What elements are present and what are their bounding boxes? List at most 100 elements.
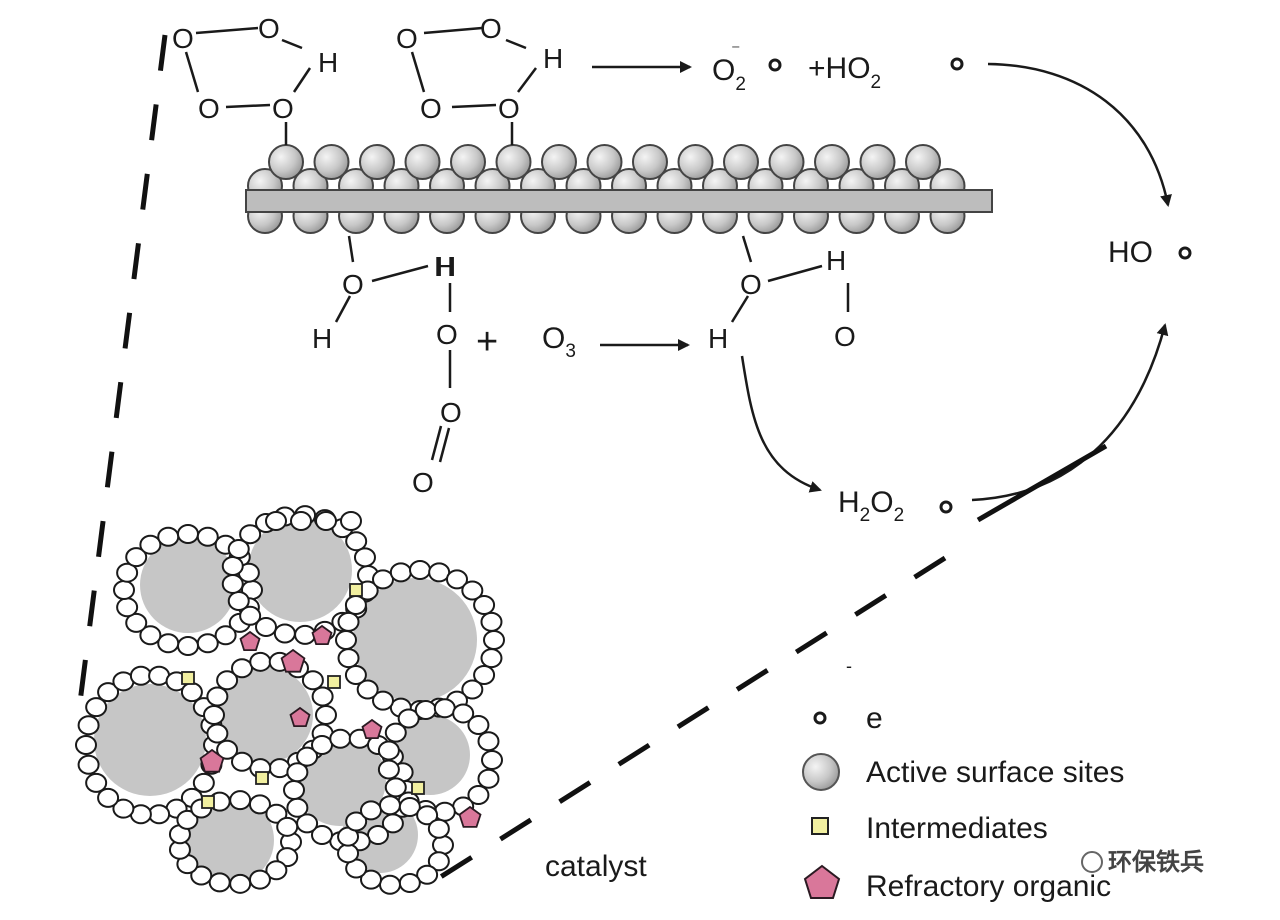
radical-dot-superoxide: [768, 58, 782, 72]
refractory-organic-marker: [311, 624, 333, 645]
catalyst-pellet: [203, 705, 225, 725]
catalyst-pellet: [231, 751, 253, 772]
catalyst-pellet: [461, 580, 484, 601]
catalyst-pellet: [276, 816, 299, 837]
refractory-organic-marker: [199, 748, 225, 773]
catalyst-pellet: [276, 847, 299, 868]
intermediate-marker: [181, 671, 195, 685]
legend-electron-label: e: [866, 702, 883, 735]
catalyst-pellet: [344, 665, 367, 685]
catalyst-pellet: [97, 787, 120, 808]
active-site: [905, 144, 941, 180]
catalyst-pellet: [196, 526, 219, 547]
catalyst-pellet: [337, 648, 360, 669]
legend-intermediates-label: Intermediates: [866, 812, 1048, 845]
catalyst-pellet: [360, 800, 382, 821]
catalyst-pellet: [467, 785, 490, 806]
catalyst-pore: [94, 684, 206, 796]
catalyst-pellet: [227, 538, 250, 559]
catalyst-pellet: [221, 573, 244, 594]
catalyst-pellet: [196, 633, 219, 654]
catalyst-particle: [75, 505, 505, 895]
catalyst-surface: [245, 144, 993, 234]
catalyst-pellet: [248, 794, 271, 815]
catalyst-pellet: [345, 811, 368, 832]
ring-left-h: H: [318, 47, 338, 78]
catalyst-pellet: [384, 777, 407, 798]
catalyst-pellet: [367, 825, 389, 846]
peroxide-h: H: [436, 251, 456, 282]
active-site: [586, 144, 623, 180]
zoom-line-right: [418, 555, 947, 893]
catalyst-pellet: [329, 728, 352, 749]
catalyst-pellet: [384, 722, 407, 743]
ozone-label: O3: [542, 322, 576, 362]
catalyst-pellet: [398, 796, 421, 817]
refractory-organic-marker: [458, 805, 482, 828]
zoom-line-left: [75, 34, 168, 719]
catalyst-pellet: [353, 547, 376, 568]
arrow-to-h2o2: [740, 355, 822, 493]
ring-left: [184, 26, 312, 145]
ring-left-o2: O: [258, 13, 280, 44]
ring-left-o4: O: [272, 93, 294, 124]
ring-right-o1: O: [396, 23, 418, 54]
intermediate-marker: [349, 583, 363, 597]
catalyst-pellet: [345, 531, 368, 552]
catalyst-pellet: [481, 750, 503, 770]
catalyst-pellet: [372, 690, 394, 711]
ring-right-o3: O: [420, 93, 442, 124]
catalyst-pellet: [398, 873, 421, 894]
catalyst-pellet: [433, 801, 456, 822]
intermediate-marker: [327, 675, 341, 689]
water-left-h2: H: [434, 251, 454, 282]
catalyst-pellet: [216, 670, 239, 691]
active-site: [677, 144, 714, 180]
superoxide-charge: ⁻: [731, 40, 741, 60]
catalyst-pellet: [301, 670, 324, 691]
catalyst-pellet: [416, 805, 439, 826]
catalyst-pellet: [409, 560, 431, 580]
ring-right-h: H: [543, 43, 563, 74]
catalyst-pellet: [427, 851, 450, 872]
catalyst-pellet: [229, 790, 252, 811]
catalyst-pellet: [480, 648, 503, 669]
catalyst-pellet: [177, 524, 199, 544]
hydroxyl-radical: HO: [1108, 236, 1153, 269]
catalyst-pellet: [389, 562, 412, 583]
catalyst-pellet: [221, 556, 244, 577]
catalyst-pellet: [139, 534, 162, 555]
catalyst-pellet: [483, 630, 505, 650]
hydrogen-peroxide: H2O2: [838, 486, 904, 526]
catalyst-pellet: [216, 739, 239, 760]
watermark: 环保铁兵: [1081, 849, 1204, 876]
catalyst-pellet: [139, 625, 162, 646]
catalyst-pellet: [77, 715, 100, 736]
catalyst-pellet: [112, 798, 135, 819]
catalyst-pellet: [427, 818, 450, 839]
catalyst-pellet: [337, 843, 360, 864]
catalyst-pellet: [125, 612, 148, 633]
catalyst-pellet: [311, 825, 333, 846]
surface-slab: [245, 189, 993, 213]
catalyst-pellet: [227, 591, 250, 612]
catalyst-pellet: [414, 699, 437, 720]
ring-right: [410, 26, 537, 145]
catalyst-pellet: [255, 616, 277, 637]
catalyst-pellet: [290, 511, 312, 531]
arrow-to-hydroxyl-bottom: [971, 323, 1169, 502]
catalyst-pellet: [452, 703, 475, 724]
active-site: [632, 144, 668, 180]
catalyst-pore: [353, 578, 477, 702]
catalyst-pellet: [294, 624, 317, 645]
ring-left-o1: O: [172, 23, 194, 54]
catalyst-pellet: [206, 723, 229, 744]
catalyst-pellet: [356, 679, 379, 700]
legend-intermediate-icon: [811, 817, 829, 835]
superoxide-radical: O2: [712, 54, 746, 95]
catalyst-pellet: [113, 580, 135, 600]
water-left-o: O: [342, 269, 364, 300]
radical-dot-hydroxyl: [1178, 246, 1192, 260]
water-right: [730, 235, 850, 323]
